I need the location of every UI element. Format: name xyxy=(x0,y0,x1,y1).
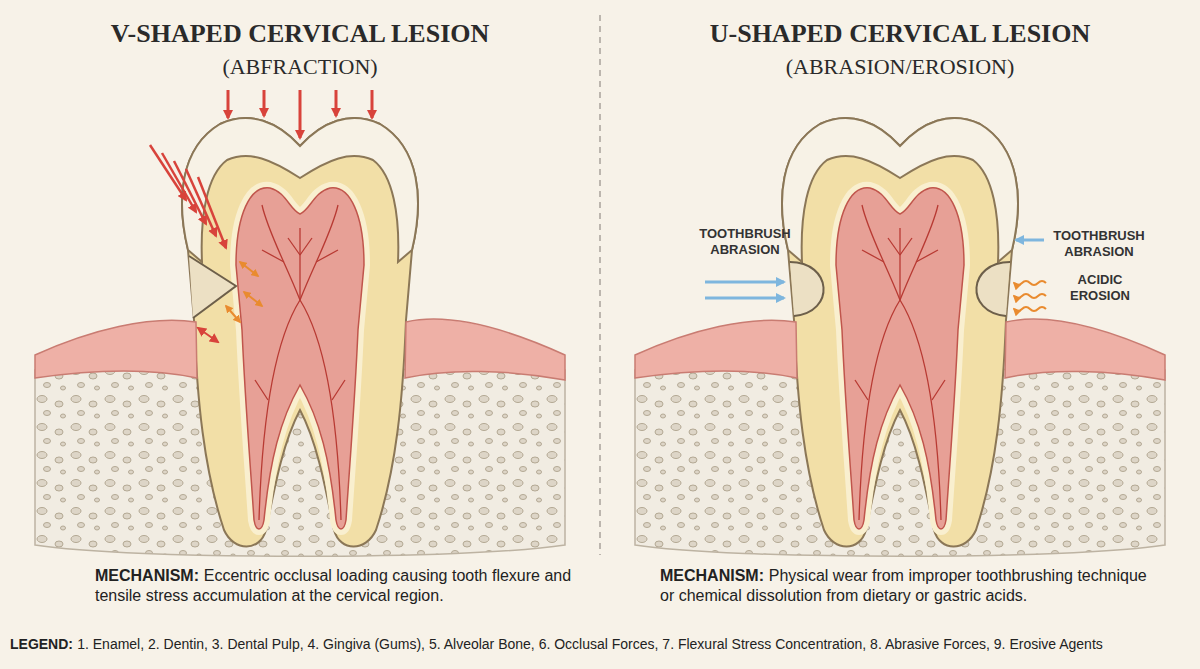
callout-label: ACIDIC EROSION xyxy=(1050,272,1150,303)
u-notch xyxy=(790,262,824,316)
panel-title: V-SHAPED CERVICAL LESION xyxy=(0,18,600,49)
note-heading: MECHANISM: xyxy=(660,567,764,584)
label-text: TOOTHBRUSH ABRASION xyxy=(1053,228,1144,259)
label-text: (ABFRACTION) xyxy=(222,54,377,79)
panel-subtitle: (ABRASION/EROSION) xyxy=(600,54,1200,80)
legend-text: 1. Enamel, 2. Dentin, 3. Dental Pulp, 4.… xyxy=(77,636,1103,652)
panel-divider xyxy=(599,15,601,555)
tooth-section xyxy=(635,118,1165,556)
callout-label: TOOTHBRUSH ABRASION xyxy=(690,226,800,257)
label-text: ACIDIC EROSION xyxy=(1070,272,1130,303)
note-heading: MECHANISM: xyxy=(95,567,199,584)
label-text: V-SHAPED CERVICAL LESION xyxy=(111,19,490,48)
mechanism-note: MECHANISM:Physical wear from improper to… xyxy=(660,566,1150,607)
flexural-stress-arrows xyxy=(198,328,218,342)
mechanism-note: MECHANISM:Eccentric occlusal loading cau… xyxy=(95,566,575,607)
panel-subtitle: (ABFRACTION) xyxy=(0,54,600,80)
panel-title: U-SHAPED CERVICAL LESION xyxy=(600,18,1200,49)
erosion-arrows xyxy=(1014,281,1046,311)
callout-label: TOOTHBRUSH ABRASION xyxy=(1044,228,1154,259)
occlusal-force-arrows xyxy=(228,90,372,138)
label-text: TOOTHBRUSH ABRASION xyxy=(699,226,790,257)
flexural-stress-arrows xyxy=(226,262,262,322)
note-heading: LEGEND: xyxy=(10,636,73,652)
legend-line: LEGEND:1. Enamel, 2. Dentin, 3. Dental P… xyxy=(10,636,1190,653)
tooth-section xyxy=(35,118,565,556)
u-notch xyxy=(976,262,1010,316)
label-text: (ABRASION/EROSION) xyxy=(786,54,1015,79)
label-text: U-SHAPED CERVICAL LESION xyxy=(710,19,1091,48)
eccentric-force-arrows xyxy=(150,145,226,248)
